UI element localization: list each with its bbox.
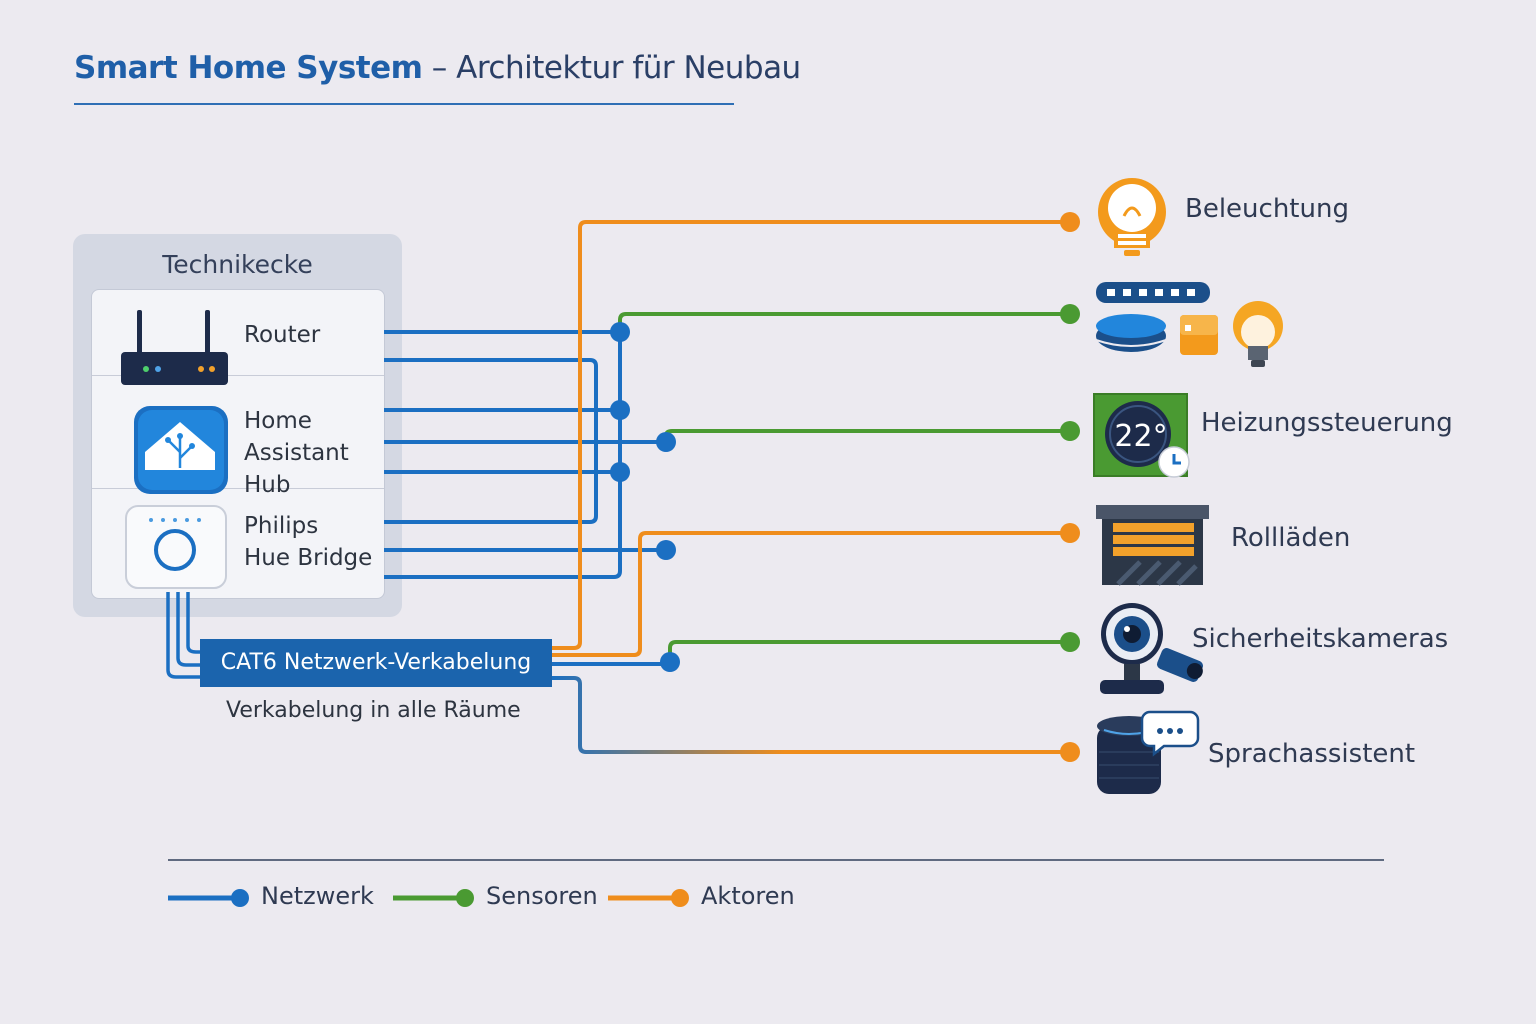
hue-bridge-label-line1: Philips	[244, 513, 319, 539]
technikecke-title: Technikecke	[162, 250, 313, 279]
page-title: Smart Home System – Architektur für Neub…	[74, 50, 801, 86]
sensor-lines	[618, 312, 1068, 664]
hue-bridge-label-line2: Hue Bridge	[244, 545, 373, 571]
smart-speaker-icon	[1097, 710, 1200, 794]
junction-node	[610, 462, 630, 482]
shutter-icon	[1096, 505, 1209, 586]
endpoint-label-sprachassistent: Sprachassistent	[1208, 739, 1416, 769]
hue-bridge-icon	[125, 505, 227, 589]
cabling-sublabel: Verkabelung in alle Räume	[226, 698, 521, 723]
endpoint-dot-actuator	[1060, 523, 1080, 543]
legend-label-actuator: Aktoren	[701, 882, 795, 910]
cat6-cabling-bar: CAT6 Netzwerk-Verkabelung	[200, 639, 552, 687]
actuator-lines	[552, 220, 1068, 657]
home-assistant-label-line2: Assistant Hub	[244, 440, 349, 498]
junction-node	[610, 400, 630, 420]
camera-icon	[1100, 603, 1204, 694]
title-rest: – Architektur für Neubau	[422, 50, 801, 86]
endpoint-label-rolllaeden: Rollläden	[1231, 523, 1351, 553]
bridge-cables	[166, 592, 202, 679]
router-icon	[121, 310, 228, 385]
endpoint-label-kameras: Sicherheitskameras	[1192, 624, 1449, 654]
junction-node	[610, 322, 630, 342]
hue-bridge-label[interactable]: Philips Hue Bridge	[244, 510, 372, 574]
endpoint-label-beleuchtung: Beleuchtung	[1185, 194, 1349, 224]
title-main: Smart Home System	[74, 50, 423, 86]
router-label[interactable]: Router	[244, 319, 320, 351]
row-divider	[92, 375, 384, 376]
endpoint-dots	[1060, 212, 1080, 762]
light-bulb-icon	[1098, 178, 1166, 256]
voice-line	[552, 676, 1068, 754]
endpoint-dot-actuator	[1060, 212, 1080, 232]
legend-label-network: Netzwerk	[261, 882, 374, 910]
smart-devices-icon	[1095, 282, 1283, 367]
endpoint-dot-actuator	[1060, 742, 1080, 762]
legend-swatches	[168, 889, 689, 907]
junction-node	[660, 652, 680, 672]
thermostat-value: 22°	[1114, 419, 1167, 454]
endpoint-dot-sensor	[1060, 421, 1080, 441]
endpoint-dot-sensor	[1060, 632, 1080, 652]
row-divider	[92, 488, 384, 489]
home-assistant-icon	[134, 406, 228, 494]
legend-label-sensor: Sensoren	[486, 882, 598, 910]
endpoint-label-heizung: Heizungssteuerung	[1201, 408, 1453, 438]
legend-divider	[168, 859, 1384, 861]
network-lines	[384, 330, 670, 666]
junction-node	[656, 540, 676, 560]
junction-nodes	[610, 322, 680, 672]
legend-sensor-dot	[456, 889, 474, 907]
router-label-text: Router	[244, 322, 321, 348]
title-underline	[74, 103, 734, 105]
legend-actuator-dot	[671, 889, 689, 907]
thermostat-icon	[1093, 393, 1190, 478]
home-assistant-label-line1: Home	[244, 408, 312, 434]
legend-network-dot	[231, 889, 249, 907]
junction-node	[656, 432, 676, 452]
home-assistant-label[interactable]: Home Assistant Hub	[244, 405, 384, 501]
endpoint-dot-sensor	[1060, 304, 1080, 324]
